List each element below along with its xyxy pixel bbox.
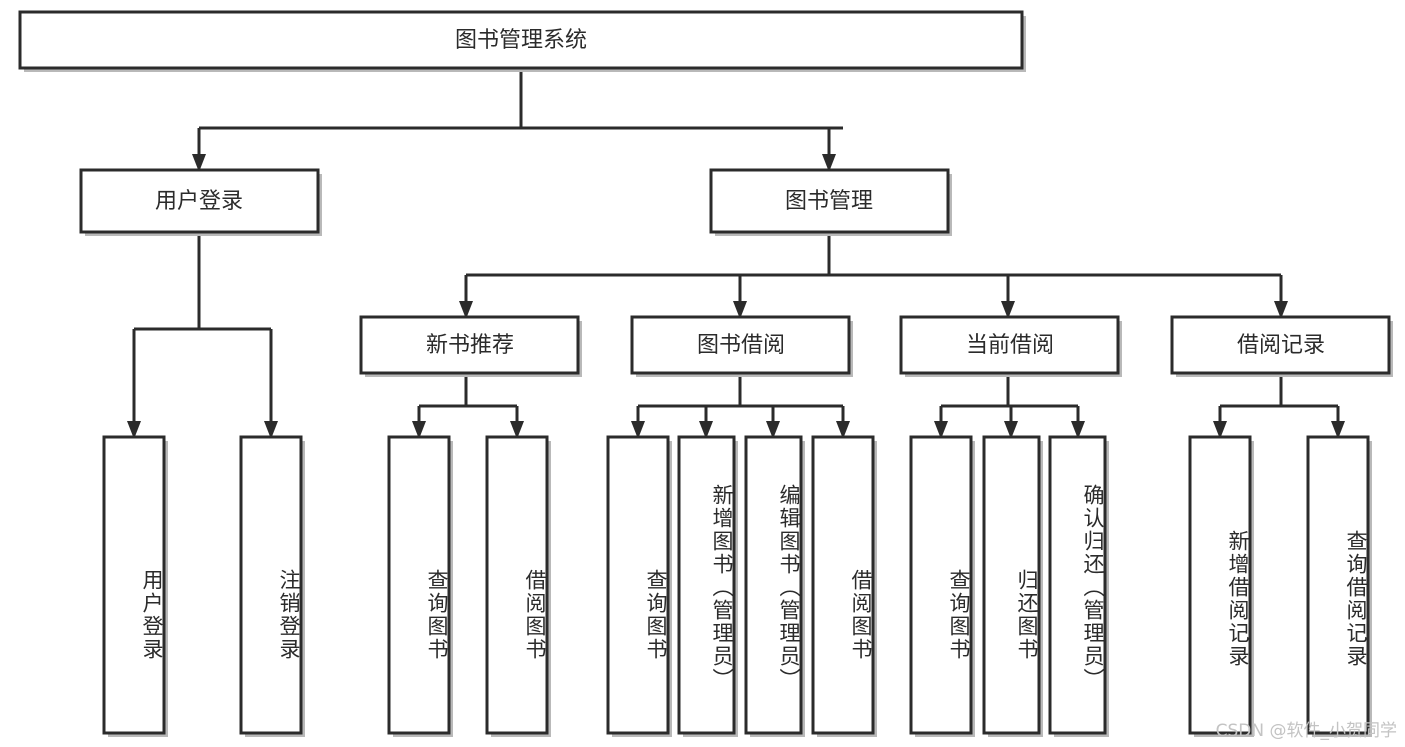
watermark: CSDN @软件_小贺同学 xyxy=(1215,721,1397,741)
arrowhead-leaf-add-book xyxy=(699,421,713,439)
borrow-record-label: 借阅记录 xyxy=(1237,333,1325,358)
node-leaf-query-book-2[interactable] xyxy=(606,435,672,737)
arrowhead-book-manage xyxy=(822,154,836,172)
arrowhead-borrow-record xyxy=(1274,301,1288,319)
book-borrow-rect xyxy=(630,315,851,375)
arrowhead-leaf-return-book xyxy=(1004,421,1018,439)
node-root[interactable]: 图书管理系统 xyxy=(18,10,1026,72)
leaf-boxes-layer xyxy=(102,435,1372,737)
user-login-rect xyxy=(79,168,320,234)
node-leaf-borrow-book-2[interactable] xyxy=(811,435,877,737)
node-book-borrow[interactable]: 图书借阅 xyxy=(630,315,853,377)
connector-layer xyxy=(127,68,1345,439)
node-new-book-recommend[interactable]: 新书推荐 xyxy=(359,315,582,377)
node-user-login[interactable]: 用户登录 xyxy=(79,168,322,236)
current-borrow-label: 当前借阅 xyxy=(966,333,1054,358)
book-manage-label: 图书管理 xyxy=(785,189,873,214)
arrowhead-leaf-query-book-3 xyxy=(934,421,948,439)
node-leaf-user-login[interactable] xyxy=(102,435,168,737)
book-borrow-label: 图书借阅 xyxy=(697,333,785,358)
node-leaf-add-record[interactable] xyxy=(1188,435,1254,737)
arrowhead-new-book-recommend xyxy=(459,301,473,319)
arrowhead-leaf-borrow-book-2 xyxy=(836,421,850,439)
arrowhead-leaf-query-book-2 xyxy=(631,421,645,439)
node-leaf-return-book[interactable] xyxy=(982,435,1043,737)
new-book-recommend-label: 新书推荐 xyxy=(426,333,514,358)
arrowhead-leaf-user-login xyxy=(127,421,141,439)
new-book-recommend-rect xyxy=(359,315,580,375)
node-leaf-logout[interactable] xyxy=(239,435,305,737)
arrowhead-leaf-logout xyxy=(264,421,278,439)
node-leaf-edit-book[interactable] xyxy=(744,435,805,737)
node-current-borrow[interactable]: 当前借阅 xyxy=(899,315,1122,377)
arrowhead-leaf-add-record xyxy=(1213,421,1227,439)
arrowhead-current-borrow xyxy=(1001,301,1015,319)
node-leaf-query-record[interactable] xyxy=(1306,435,1372,737)
node-leaf-query-book-1[interactable] xyxy=(387,435,453,737)
arrowhead-leaf-confirm-return xyxy=(1071,421,1085,439)
node-leaf-borrow-book-1[interactable] xyxy=(485,435,551,737)
arrowhead-user-login xyxy=(192,154,206,172)
arrowhead-leaf-borrow-book-1 xyxy=(510,421,524,439)
node-leaf-query-book-3[interactable] xyxy=(909,435,975,737)
node-borrow-record[interactable]: 借阅记录 xyxy=(1170,315,1393,377)
book-manage-rect xyxy=(709,168,950,234)
node-book-manage[interactable]: 图书管理 xyxy=(709,168,952,236)
borrow-record-rect xyxy=(1170,315,1391,375)
arrowhead-leaf-query-book-1 xyxy=(412,421,426,439)
root-rect xyxy=(18,10,1024,70)
user-login-label: 用户登录 xyxy=(155,189,243,214)
arrowhead-leaf-edit-book xyxy=(766,421,780,439)
node-leaf-confirm-return[interactable] xyxy=(1048,435,1109,737)
root-label: 图书管理系统 xyxy=(455,28,587,53)
current-borrow-rect xyxy=(899,315,1120,375)
arrowhead-leaf-query-record xyxy=(1331,421,1345,439)
node-leaf-add-book[interactable] xyxy=(677,435,738,737)
arrowhead-book-borrow xyxy=(733,301,747,319)
